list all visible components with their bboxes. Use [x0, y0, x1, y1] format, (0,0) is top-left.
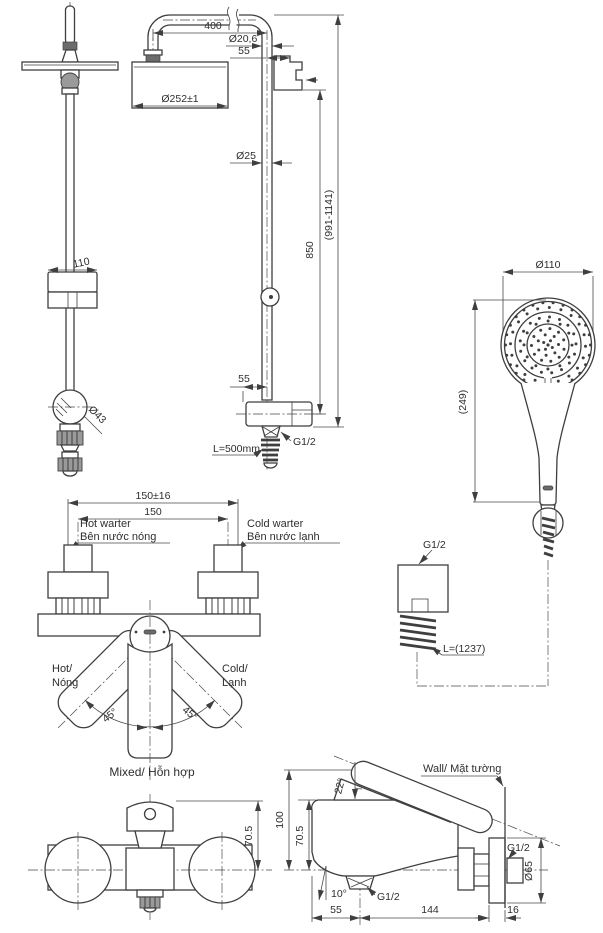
cold-inlet-label-vi: Bên nước lạnh: [247, 531, 320, 543]
cold-position-label-vi: Lạnh: [222, 677, 246, 689]
top-offset-dim: 55: [238, 45, 250, 57]
hand-shower-view: Ø110 (249) G1/2: [397, 259, 596, 687]
span-tolerance-dim: 150±16: [136, 490, 171, 502]
hose-min-length-label: L=500mm: [213, 443, 260, 455]
flange-diameter-dim: Ø65: [523, 861, 535, 881]
hot-position-label-vi: Nóng: [52, 677, 78, 689]
hot-inlet-label-vi: Bên nước nóng: [80, 531, 156, 543]
hand-shower-length-dim: (249): [457, 390, 469, 415]
lever-angle-dim: 22°: [332, 777, 348, 795]
hand-shower-diameter-dim: Ø110: [536, 259, 561, 271]
cold-position-label-en: Cold/: [222, 663, 249, 675]
arm-length-dim: 400: [204, 20, 222, 32]
head-diameter-dim: Ø252±1: [161, 93, 198, 105]
holder-thread-label: G1/2: [423, 539, 446, 551]
span-dim: 150: [144, 506, 162, 518]
spout-thread-label: G1/2: [377, 891, 400, 903]
arm-pipe-diameter-dim: Ø20,6: [229, 33, 258, 45]
supply-thread-label: G1/2: [507, 842, 530, 854]
wall-label: Wall/ Mặt tường: [423, 763, 501, 775]
mixed-position-label: Mixed/ Hỗn hợp: [109, 764, 195, 779]
shower-side-view: Ø252±1 400 Ø20,6 55 Ø25 850 (991-1141): [131, 6, 344, 472]
bottom-offset-dim: 55: [238, 373, 250, 385]
mixer-side-view: 22° 10° G1/2 Wall/ Mặt tường G1/2 Ø65: [274, 755, 561, 926]
mixer-side-total-height-dim: 100: [274, 811, 286, 829]
slider-width-dim: 110: [72, 255, 91, 270]
mixer-side-body-height-dim: 70.5: [294, 826, 306, 847]
body-depth-dim: 144: [421, 904, 439, 916]
riser-height-dim: 850: [304, 241, 316, 259]
riser-diameter-dim: Ø25: [236, 150, 256, 162]
mixer-front-view: 70.5: [28, 794, 272, 920]
spout-offset-dim: 55: [330, 904, 342, 916]
overall-height-dim: (991-1141): [323, 190, 335, 241]
flange-depth-dim: 16: [507, 904, 519, 916]
mixer-top-view: 150±16 150 Hot warter Bên nước nóng Cold…: [37, 490, 340, 780]
outlet-thread-label: G1/2: [293, 436, 316, 448]
spout-angle-dim: 10°: [331, 888, 347, 900]
cold-inlet-label-en: Cold warter: [247, 518, 304, 530]
hot-position-label-en: Hot/: [52, 663, 73, 675]
hot-inlet-label-en: Hot warter: [80, 518, 131, 530]
mixer-front-height-dim: 70.5: [243, 826, 255, 847]
shower-front-view: 110 Ø43: [21, 2, 119, 477]
hose-length-label: L=(1237): [443, 643, 485, 655]
